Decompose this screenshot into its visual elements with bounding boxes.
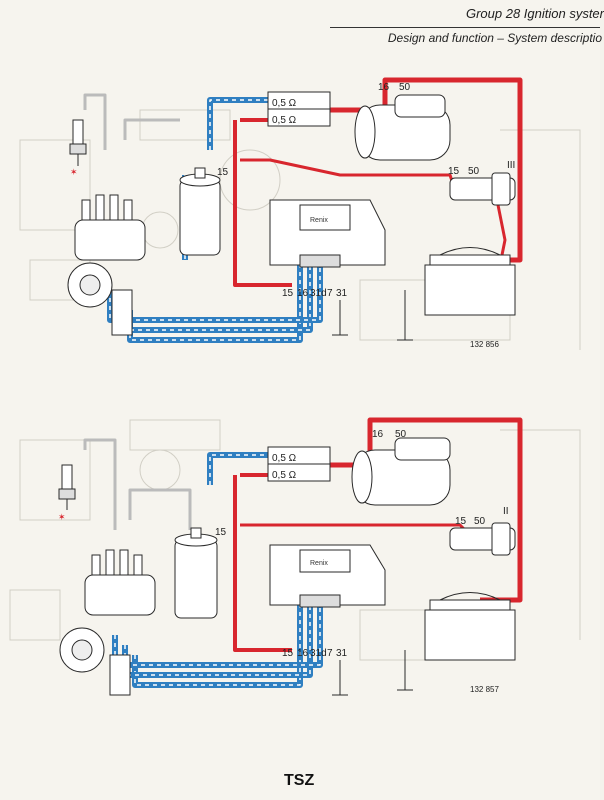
starter-terminal-50-2: 50 xyxy=(395,429,407,440)
starter-terminal-16: 16 xyxy=(378,82,390,93)
ecu-terminal-7-2: 7 xyxy=(327,648,333,659)
battery-2: 132 857 xyxy=(397,592,516,694)
coil-terminal-label: 15 xyxy=(217,167,229,178)
switch-terminal-15: 15 xyxy=(448,166,460,177)
wiring-diagram-1: ✶ 15 0,5 Ω 0,5 Ω xyxy=(19,77,581,350)
wiring-diagram-2: ✶ 15 0,5 Ω 0,5 Ω 16 xyxy=(9,417,581,696)
switch-terminal-50-2: 50 xyxy=(474,516,486,527)
switch-terminal-15-2: 15 xyxy=(455,516,467,527)
ecu-terminal-31d-2: 31d xyxy=(310,648,327,659)
distributor-2 xyxy=(59,549,156,696)
header-rule xyxy=(330,27,600,28)
ignition-coil: 15 xyxy=(179,167,229,256)
battery: 132 856 xyxy=(397,247,516,349)
ecu-terminal-31d: 31d xyxy=(310,288,327,299)
spark-plug-2: ✶ xyxy=(58,464,76,522)
ecu-terminal-16-2: 16 xyxy=(297,648,309,659)
section-subtitle: Design and function – System descriptio xyxy=(387,31,602,45)
svg-text:✶: ✶ xyxy=(58,512,66,522)
ecu-terminal-15-2: 15 xyxy=(282,648,294,659)
control-unit-2: Renix 15 16 31d 7 31 xyxy=(269,544,386,696)
svg-text:✶: ✶ xyxy=(70,167,78,177)
starter-motor: 16 50 xyxy=(354,82,451,161)
circuit-roman-label-2: II xyxy=(503,506,509,517)
control-unit: Renix 15 16 31d 7 31 xyxy=(269,199,386,336)
resistor-label-bottom: 0,5 Ω xyxy=(272,115,297,126)
ballast-resistor: 0,5 Ω 0,5 Ω xyxy=(267,91,331,127)
coil-terminal-label-2: 15 xyxy=(215,527,227,538)
page-footer-label: TSZ xyxy=(284,772,315,789)
switch-terminal-50: 50 xyxy=(468,166,480,177)
spark-plug: ✶ xyxy=(69,119,87,177)
figure-number-1: 132 856 xyxy=(470,340,499,349)
starter-terminal-50: 50 xyxy=(399,82,411,93)
distributor xyxy=(67,194,146,336)
section-title: Group 28 Ignition syster xyxy=(465,6,604,21)
circuit-roman-label: III xyxy=(507,160,515,171)
ecu-brand-label-2: Renix xyxy=(310,560,328,567)
ignition-switch-2: 15 50 II xyxy=(449,506,516,556)
ecu-terminal-7: 7 xyxy=(327,288,333,299)
resistor-label-bottom-2: 0,5 Ω xyxy=(272,470,297,481)
ecu-terminal-31: 31 xyxy=(336,288,348,299)
ecu-terminal-15: 15 xyxy=(282,288,294,299)
starter-terminal-16-2: 16 xyxy=(372,429,384,440)
ballast-resistor-2: 0,5 Ω 0,5 Ω xyxy=(267,446,331,482)
ecu-terminal-31-2: 31 xyxy=(336,648,348,659)
figure-number-2: 132 857 xyxy=(470,685,499,694)
resistor-label-top: 0,5 Ω xyxy=(272,98,297,109)
ecu-brand-label: Renix xyxy=(310,217,328,224)
ignition-switch: 15 50 III xyxy=(448,160,516,206)
ignition-coil-2: 15 xyxy=(174,527,227,619)
resistor-label-top-2: 0,5 Ω xyxy=(272,453,297,464)
starter-motor-2: 16 50 xyxy=(351,429,451,506)
ecu-terminal-16: 16 xyxy=(297,288,309,299)
